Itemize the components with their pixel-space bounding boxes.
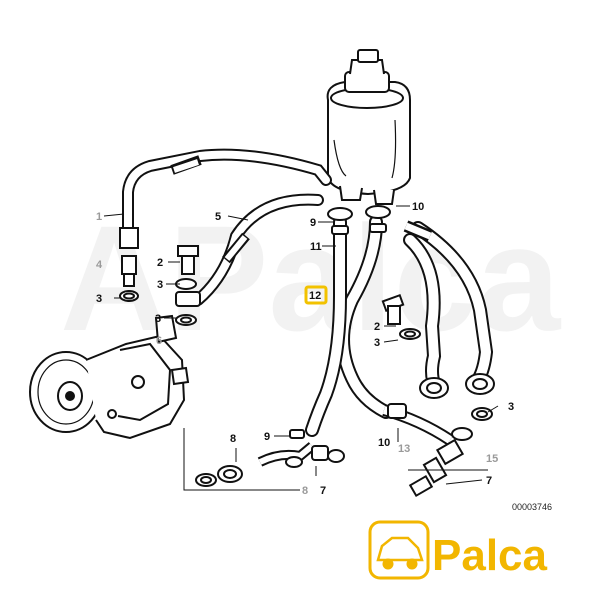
callout-5: 5 <box>215 211 221 223</box>
callout-15: 15 <box>486 453 498 465</box>
callout-7-right: 7 <box>486 475 492 487</box>
hose-clamps-top <box>327 205 391 235</box>
callout-3-far-right: 3 <box>508 401 514 413</box>
highlighted-callout-12[interactable]: 12 <box>304 285 328 305</box>
hose-11 <box>305 215 347 437</box>
callout-8-a: 8 <box>230 433 236 445</box>
pressure-hose-right <box>403 220 494 391</box>
callout-3-mid-b: 3 <box>155 313 161 325</box>
brand-name: Palca <box>432 531 548 580</box>
palca-logo: Palca <box>368 520 548 580</box>
callout-3-left: 3 <box>96 293 102 305</box>
diagram-reference-number: 00003746 <box>512 502 552 512</box>
callout-3-right: 3 <box>374 337 380 349</box>
car-icon <box>368 520 430 580</box>
callout-3-mid-a: 3 <box>157 279 163 291</box>
callout-12-label: 12 <box>309 290 321 302</box>
callout-10-top: 10 <box>412 201 424 213</box>
callout-8-b: 8 <box>302 485 308 497</box>
callout-1: 1 <box>96 211 102 223</box>
pressure-hose-fittings <box>419 373 495 421</box>
callout-9-top: 9 <box>310 217 316 229</box>
callout-7-left: 7 <box>320 485 326 497</box>
callout-2-left: 2 <box>157 257 163 269</box>
banjo-bolt-right <box>381 293 421 340</box>
callout-numbers: 1 4 3 2 3 3 6 5 9 11 10 2 3 3 8 9 10 13 … <box>96 201 514 497</box>
power-steering-pump <box>29 314 190 440</box>
callout-6: 6 <box>156 335 162 347</box>
hose-1 <box>122 148 332 236</box>
banjo-bolt-left <box>175 245 201 326</box>
callout-11: 11 <box>310 241 322 253</box>
callout-2-right: 2 <box>374 321 380 333</box>
callout-13: 13 <box>398 443 410 455</box>
leader-lines <box>103 205 499 491</box>
lower-fittings-left <box>195 429 345 487</box>
lower-fittings-right <box>382 403 473 498</box>
reservoir <box>326 49 411 205</box>
callout-10-bottom: 10 <box>378 437 390 449</box>
hose-5 <box>192 193 324 306</box>
hose-1-fitting <box>119 227 139 302</box>
callout-9-bottom: 9 <box>264 431 270 443</box>
callout-4: 4 <box>96 259 103 271</box>
